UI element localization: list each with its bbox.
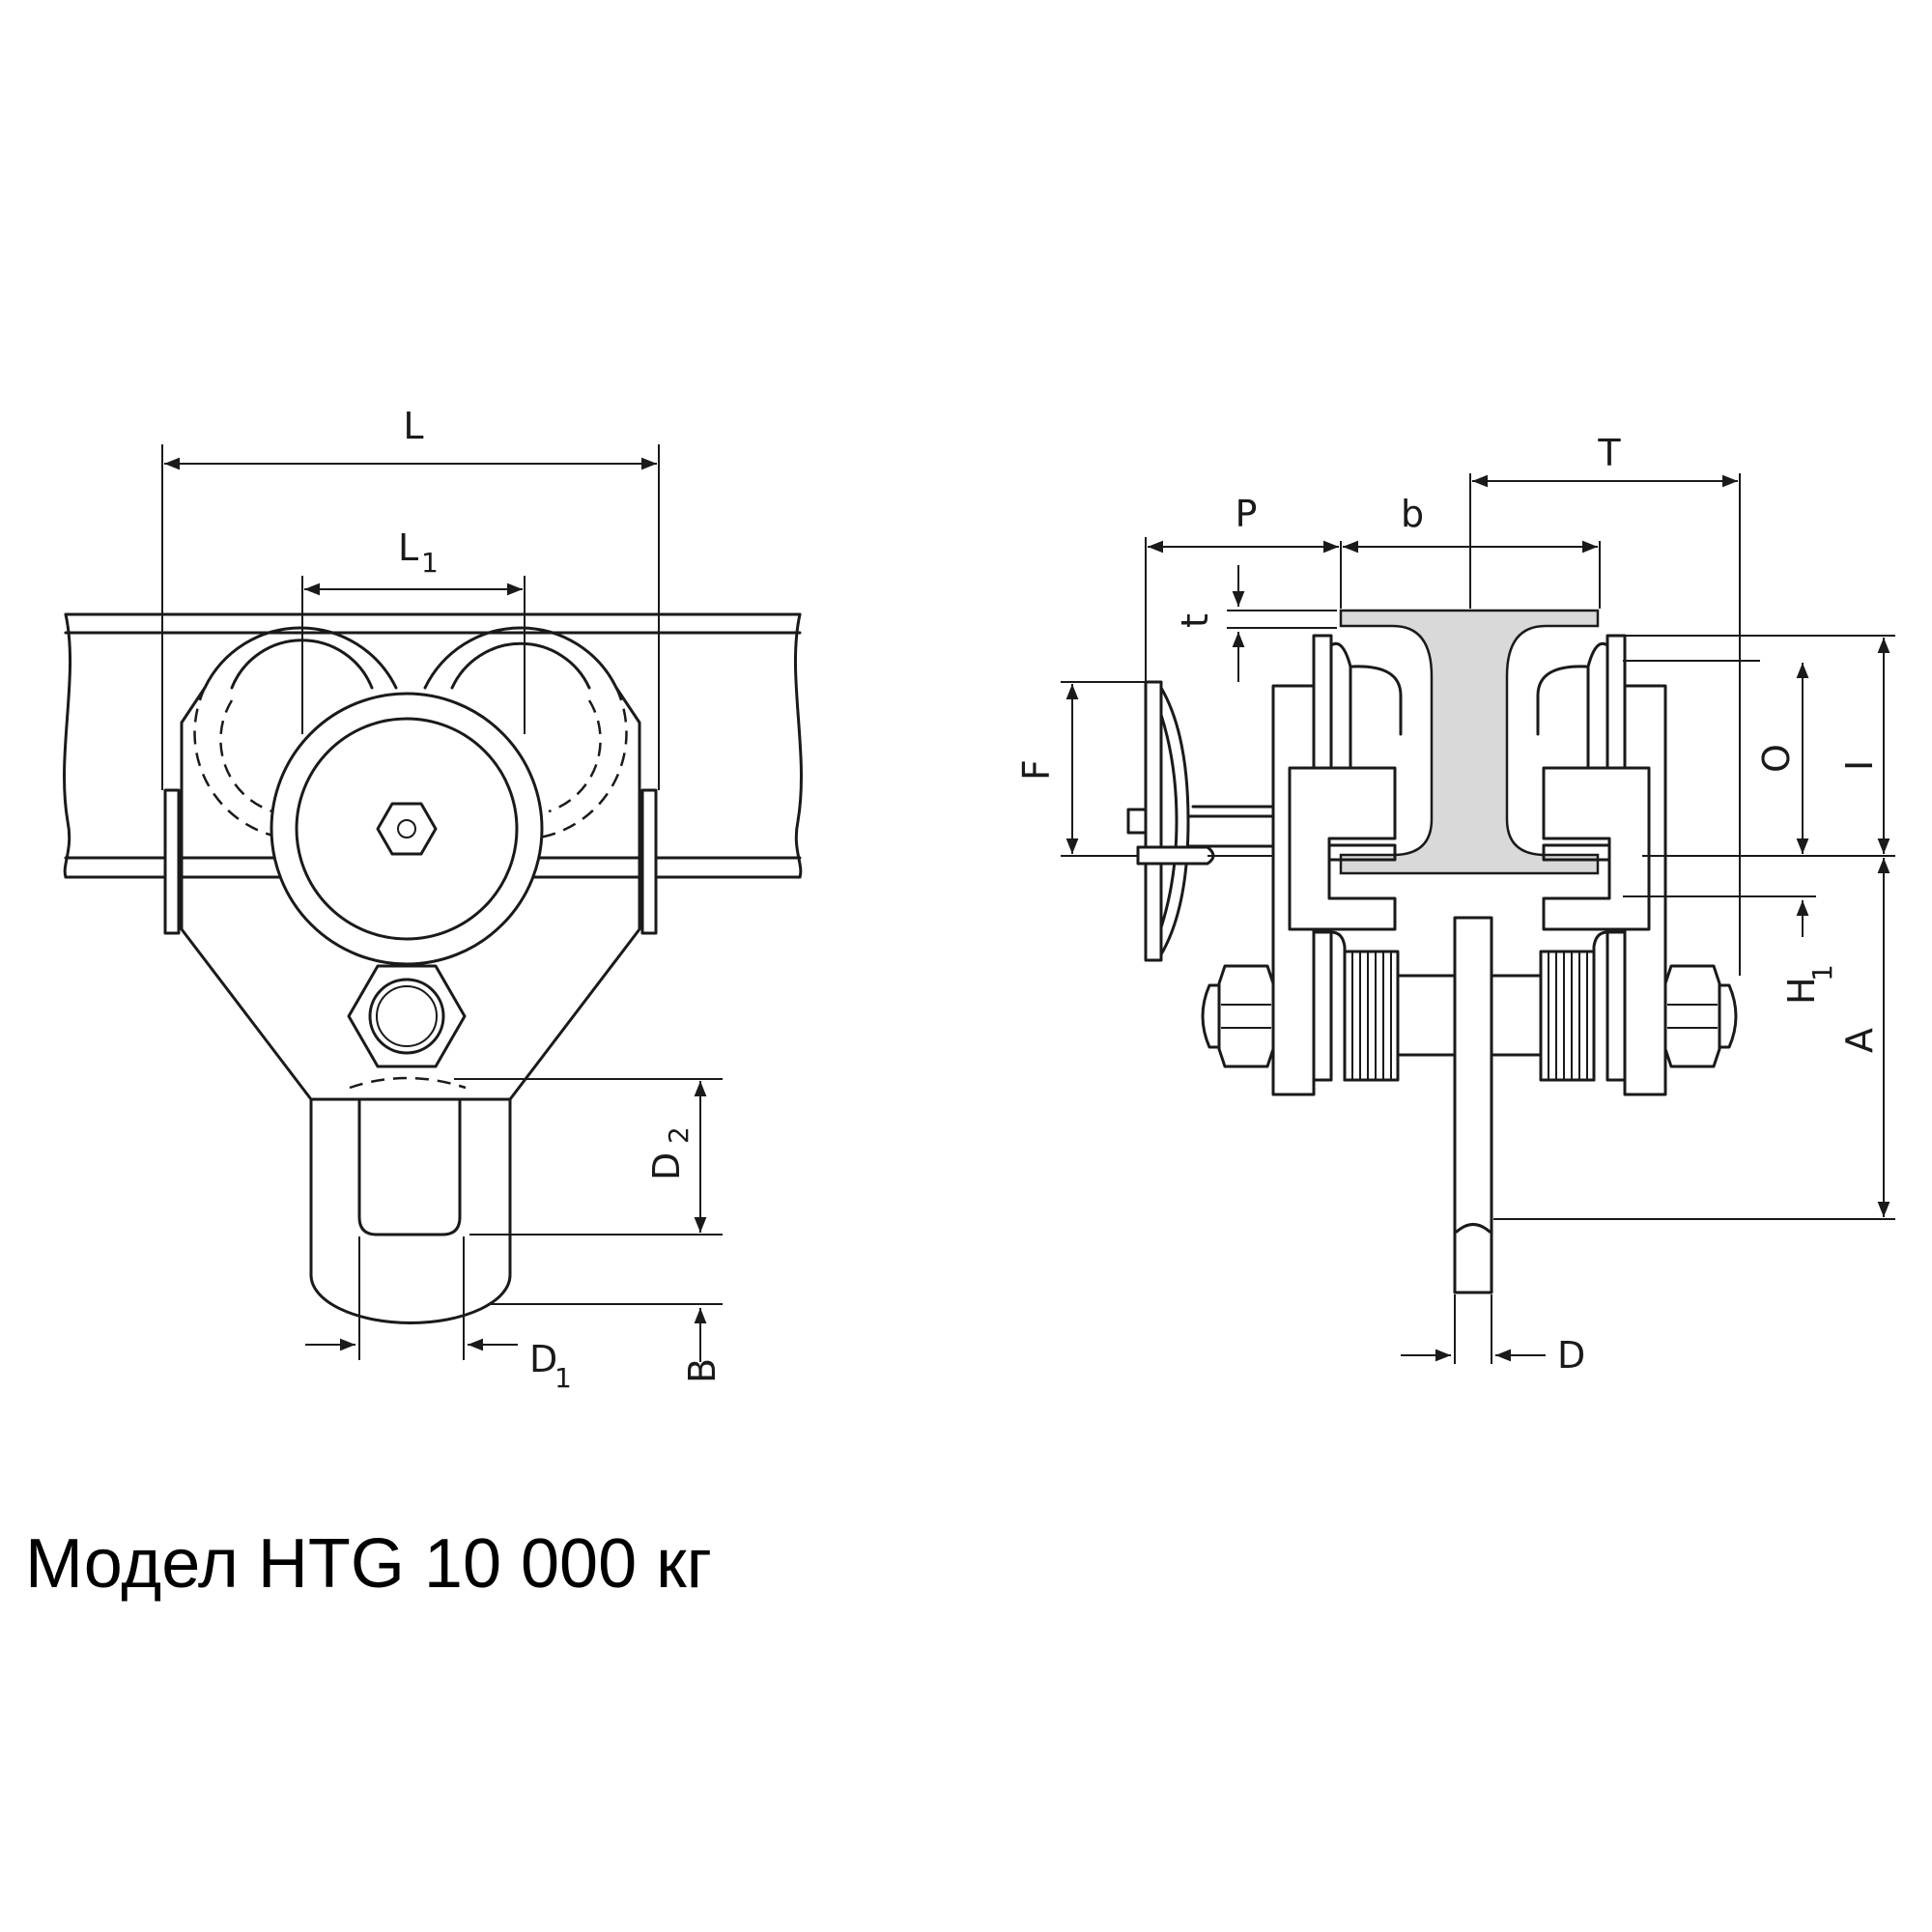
label-L: L: [403, 405, 423, 447]
label-P: P: [1236, 493, 1258, 535]
i-beam: [1339, 609, 1600, 875]
dim-A: A: [1493, 858, 1895, 1220]
label-L1-sub: 1: [421, 547, 439, 579]
wheel-right: [1542, 843, 1611, 862]
dim-t: t: [1174, 565, 1337, 682]
axle-assembly: [1343, 950, 1596, 1082]
dim-L1: L 1: [301, 526, 526, 734]
wheel-left: [1327, 843, 1397, 862]
dim-O: O: [1623, 660, 1895, 857]
lower-nut: [347, 964, 467, 1068]
end-nut-left: [1201, 964, 1275, 1068]
label-A: A: [1838, 1028, 1881, 1053]
label-D: D: [1557, 1334, 1585, 1377]
dim-L: L: [161, 405, 660, 790]
left-side-plate: [1271, 634, 1403, 1096]
label-T: T: [1597, 432, 1621, 474]
side-plate-right: [640, 788, 658, 935]
end-nut-right: [1663, 964, 1738, 1068]
wheels-side: [193, 626, 628, 840]
dim-D1: D 1: [305, 1236, 572, 1394]
front-view: P b T t F: [1015, 432, 1895, 1377]
label-D2-sub: 2: [663, 1126, 695, 1144]
dim-I: I: [1625, 635, 1895, 854]
label-D2: D: [645, 1152, 688, 1180]
label-t: t: [1174, 613, 1216, 628]
label-O: O: [1755, 744, 1798, 773]
label-F: F: [1015, 759, 1058, 781]
label-b: b: [1401, 493, 1424, 535]
right-side-plate: [1536, 634, 1667, 1096]
label-L1: L: [398, 526, 418, 569]
label-D1-sub: 1: [554, 1362, 572, 1394]
dim-D2: D 2: [454, 1078, 723, 1236]
dim-T: T: [1469, 432, 1741, 976]
model-caption: Модел HTG 10 000 кг: [25, 1525, 712, 1603]
chain-wheel: [1126, 680, 1275, 962]
label-B: B: [681, 1358, 724, 1383]
drive-wheel: [270, 692, 544, 966]
dim-F: F: [1015, 681, 1146, 857]
dim-B: B: [491, 1303, 724, 1383]
label-H1-sub: 1: [1806, 964, 1838, 981]
side-view: L L 1 D 2 B D: [63, 405, 803, 1394]
suspension-plate: [1453, 916, 1493, 1294]
label-I: I: [1838, 760, 1881, 771]
dim-P: P: [1145, 493, 1342, 682]
hex-bolt-icon: [376, 802, 438, 856]
dim-H1: H 1: [1623, 895, 1838, 1005]
dim-D: D: [1401, 1294, 1585, 1377]
label-D1: D: [529, 1338, 557, 1380]
label-H1: H: [1780, 977, 1823, 1005]
side-plate-left: [163, 788, 181, 935]
suspension-eye: [309, 1076, 512, 1324]
